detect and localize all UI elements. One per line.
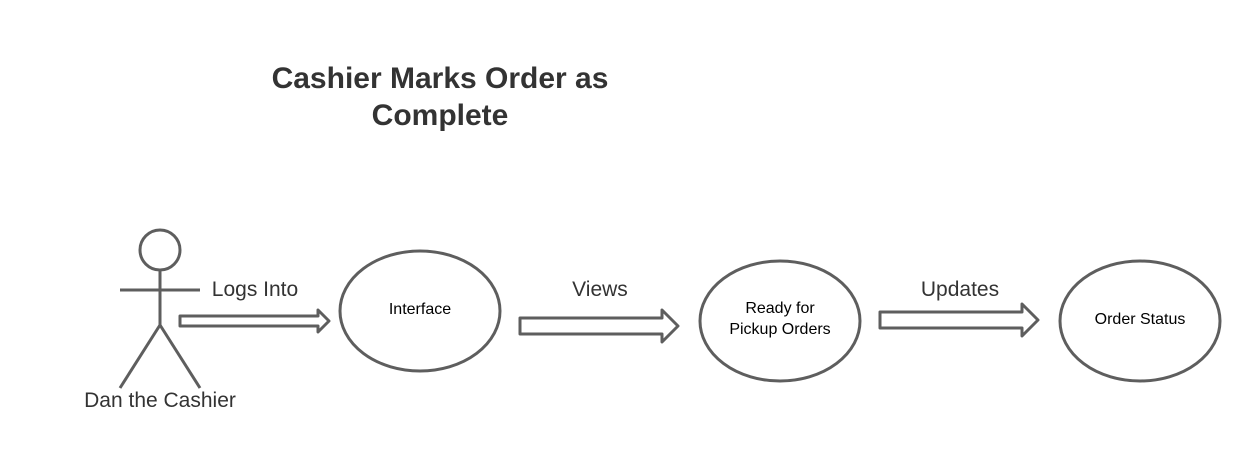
use-case-ready-for-pickup-orders [698, 259, 862, 383]
actor-left-leg [118, 324, 162, 389]
arrow-updates [878, 302, 1040, 338]
diagram-title-line-2: Complete [372, 99, 509, 132]
use-case-interface [338, 249, 502, 373]
diagram-title-line-1: Cashier Marks Order as [272, 62, 609, 95]
edge-label-views: Views [572, 278, 628, 301]
use-case-interface-label: Interface [389, 301, 451, 318]
actor-label: Dan the Cashier [84, 389, 236, 412]
actor-head [138, 228, 182, 272]
actor-right-leg [158, 324, 202, 389]
use-case-order-status [1058, 259, 1222, 383]
use-case-ready-for-pickup-orders-label-line-2: Pickup Orders [729, 321, 830, 338]
arrow-logs-into [178, 308, 331, 334]
actor-stick-figure [118, 228, 202, 389]
arrow-views [518, 308, 680, 344]
use-case-order-status-label: Order Status [1095, 311, 1186, 328]
use-case-ready-for-pickup-orders-label-line-1: Ready for [745, 300, 815, 317]
edge-label-logs-into: Logs Into [212, 278, 298, 301]
edge-label-updates: Updates [921, 278, 999, 301]
